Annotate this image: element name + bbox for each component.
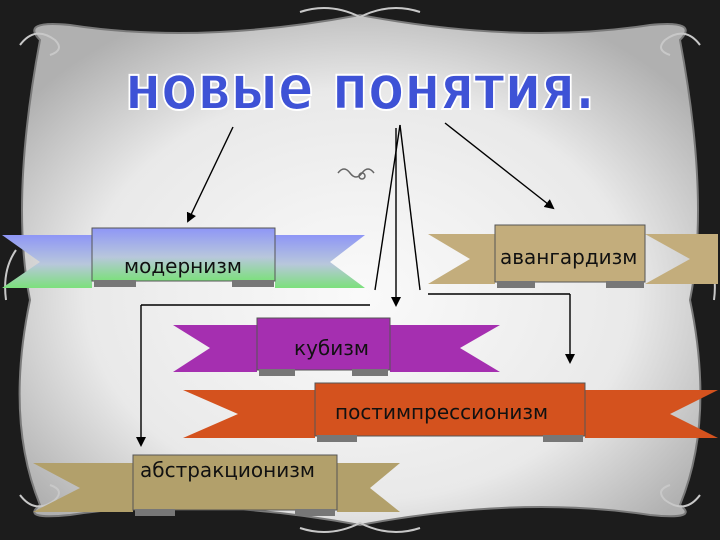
- label-cubism: кубизм: [294, 336, 369, 360]
- ribbon-postimpressionism: [183, 382, 718, 442]
- ribbon-abstractionism: [33, 454, 400, 516]
- label-abstractionism: абстракционизм: [140, 458, 315, 482]
- label-postimpressionism: постимпрессионизм: [335, 400, 549, 424]
- ribbon-modernism: [2, 227, 365, 288]
- slide-title: новые понятия.: [125, 51, 595, 124]
- label-modernism: модернизм: [124, 254, 242, 278]
- ribbon-avantgarde: [428, 224, 718, 288]
- flourish-icon: [337, 168, 375, 180]
- connector-arrows: [136, 122, 575, 447]
- label-avantgarde: авангардизм: [500, 245, 638, 269]
- ribbon-cubism: [173, 317, 500, 376]
